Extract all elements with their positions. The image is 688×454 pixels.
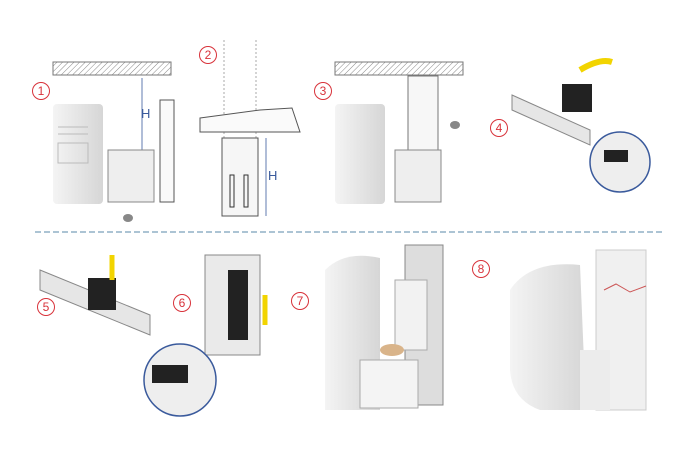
step-marker-5: 5 bbox=[37, 298, 55, 316]
step-marker-1: 1 bbox=[32, 82, 50, 100]
step-marker-6: 6 bbox=[173, 294, 191, 312]
step-4-figure bbox=[511, 58, 651, 193]
step-3-figure bbox=[334, 61, 464, 204]
step-6-figure bbox=[143, 254, 268, 417]
step-marker-4: 4 bbox=[490, 119, 508, 137]
step-2-figure bbox=[199, 40, 301, 217]
dimension-label-h-step2: H bbox=[268, 168, 278, 183]
step-5-figure bbox=[39, 255, 151, 336]
dimension-label-h-step1: H bbox=[141, 106, 151, 121]
step-marker-2: 2 bbox=[199, 46, 217, 64]
step-7-figure bbox=[325, 244, 444, 410]
step-1-figure bbox=[52, 61, 175, 222]
step-marker-8: 8 bbox=[472, 260, 490, 278]
step-marker-7: 7 bbox=[291, 292, 309, 310]
step-marker-3: 3 bbox=[314, 82, 332, 100]
step-8-figure bbox=[510, 249, 647, 411]
